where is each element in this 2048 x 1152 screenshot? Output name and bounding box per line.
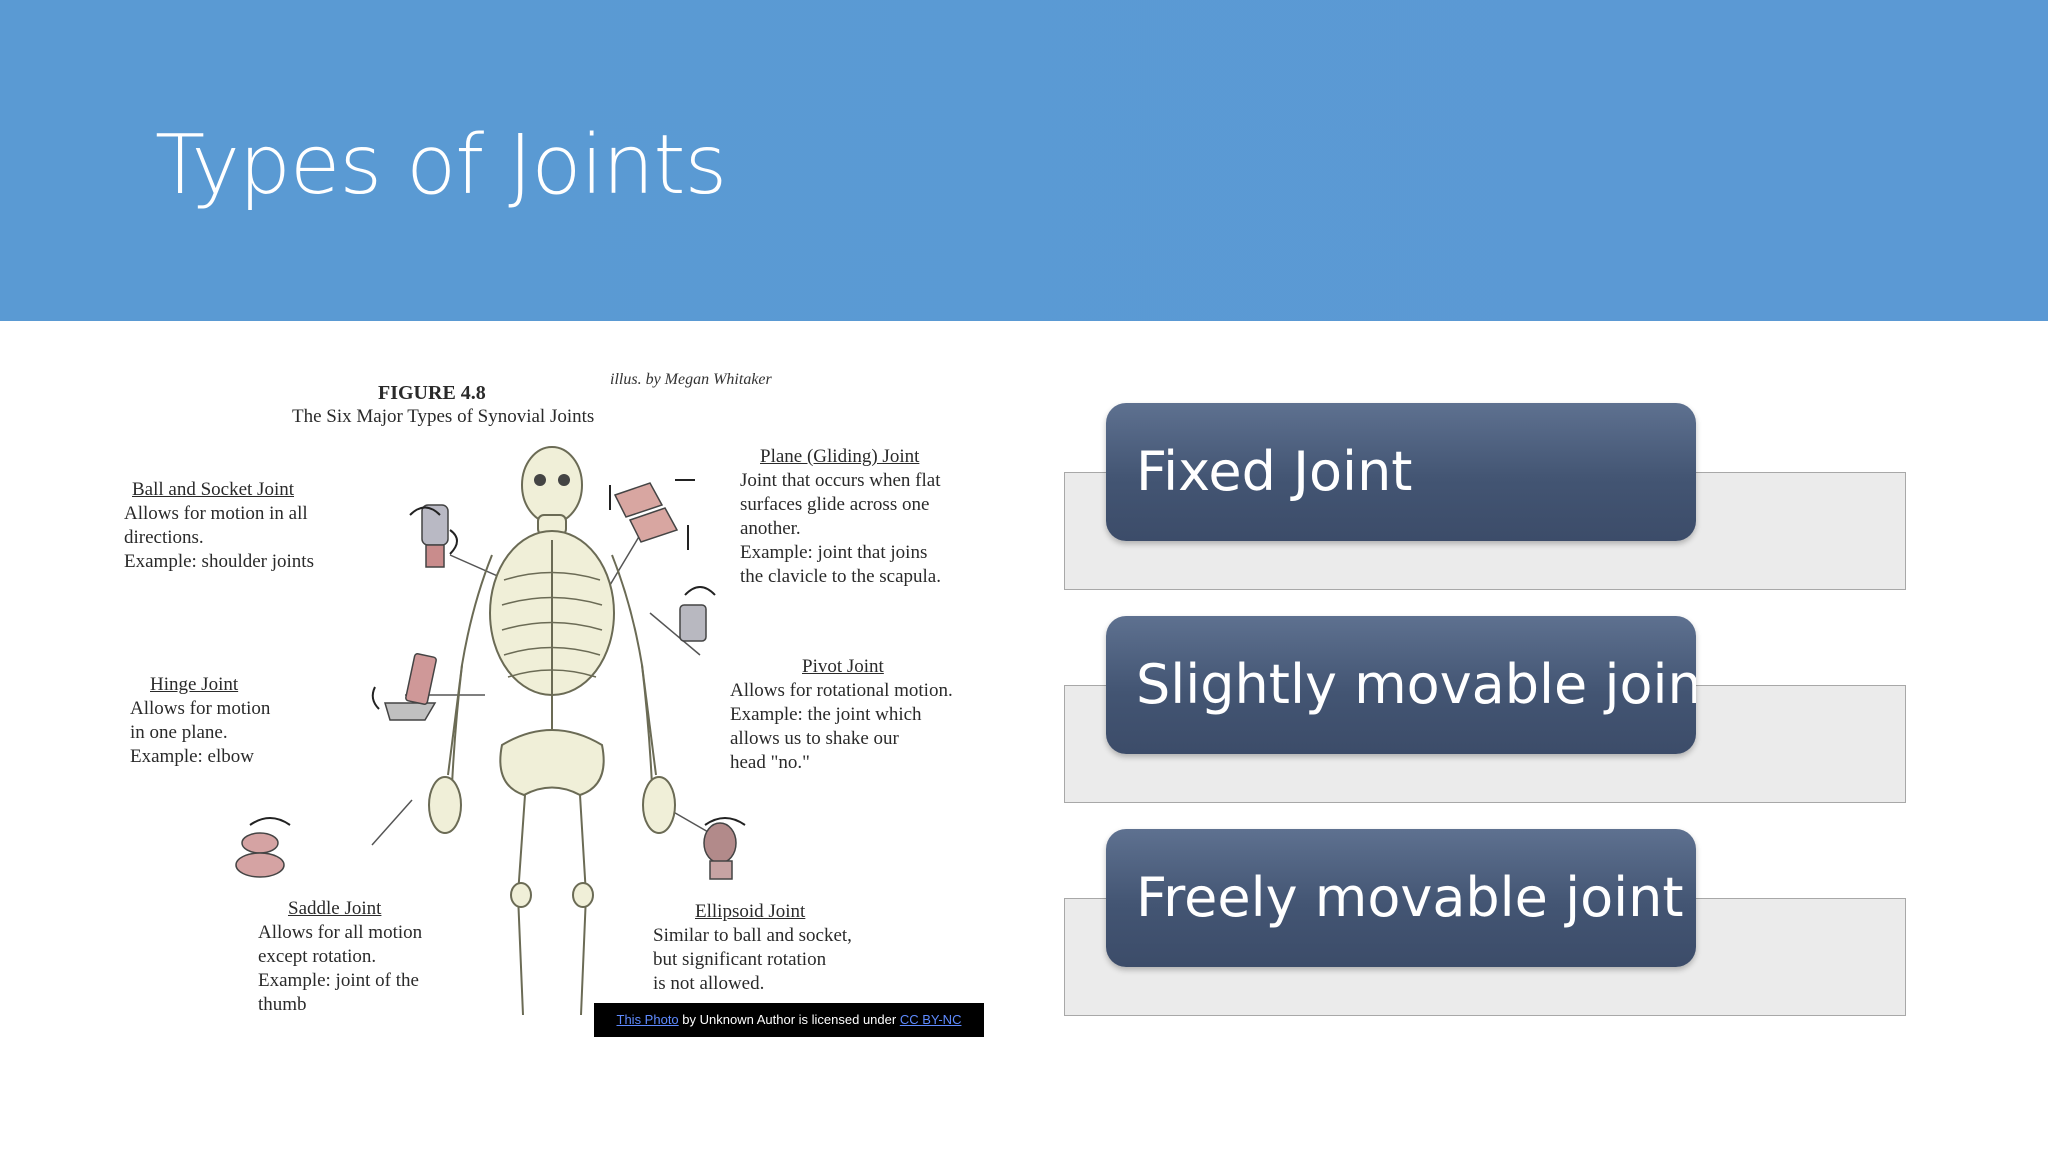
skeleton-illustration [235,446,746,1016]
plane-line: Example: joint that joins [740,542,928,563]
saddle-joint-name: Saddle Joint [288,898,382,919]
figure-number: FIGURE 4.8 [378,382,486,404]
ellipsoid-line: but significant rotation [653,949,827,970]
saddle-line: thumb [258,994,307,1015]
hinge-line: Allows for motion [130,698,271,719]
ellipsoid-joint-name: Ellipsoid Joint [695,901,806,922]
plane-line: the clavicle to the scapula. [740,566,941,587]
ball-socket-joint-text: Ball and Socket Joint Allows for motion … [124,478,314,574]
joints-figure: FIGURE 4.8 The Six Major Types of Synovi… [124,365,1000,1045]
license-link[interactable]: CC BY-NC [899,1012,962,1027]
slide-title: Types of Joints [155,118,727,213]
saddle-line: Allows for all motion [258,922,423,943]
hinge-line: in one plane. [130,722,228,743]
saddle-joint-text: Saddle Joint Allows for all motion excep… [258,897,422,1017]
ball-socket-line: Example: shoulder joints [124,551,314,572]
illustrator-credit: illus. by Megan Whitaker [610,371,772,388]
saddle-line: Example: joint of the [258,970,419,991]
ellipsoid-line: is not allowed. [653,973,765,994]
pivot-line: head "no." [730,752,810,773]
freely-movable-joint-label: Freely movable joint [1106,829,1696,967]
plane-line: Joint that occurs when flat [740,470,941,491]
pivot-joint-name: Pivot Joint [802,656,884,677]
plane-line: another. [740,518,801,539]
saddle-line: except rotation. [258,946,377,967]
pivot-line: allows us to shake our [730,728,899,749]
ball-socket-line: directions. [124,527,204,548]
ball-socket-joint-name: Ball and Socket Joint [132,479,295,500]
plane-line: surfaces glide across one [740,494,930,515]
ellipsoid-line: Similar to ball and socket, [653,925,852,946]
fixed-joint-label: Fixed Joint [1106,403,1696,541]
hinge-joint-text: Hinge Joint Allows for motion in one pla… [130,673,270,769]
pivot-line: Allows for rotational motion. [730,680,953,701]
ellipsoid-joint-text: Ellipsoid Joint Similar to ball and sock… [653,900,852,996]
plane-joint-text: Plane (Gliding) Joint Joint that occurs … [740,445,941,589]
pivot-joint-text: Pivot Joint Allows for rotational motion… [730,655,953,775]
title-banner: Types of Joints [0,0,2048,321]
hinge-joint-name: Hinge Joint [150,674,239,695]
plane-joint-name: Plane (Gliding) Joint [760,446,920,467]
hinge-line: Example: elbow [130,746,254,767]
figure-caption: The Six Major Types of Synovial Joints [292,406,595,427]
photo-license-credit: This Photo by Unknown Author is licensed… [594,1003,984,1037]
slightly-movable-joint-label: Slightly movable joint [1106,616,1696,754]
ball-socket-line: Allows for motion in all [124,503,308,524]
photo-link[interactable]: This Photo [616,1012,679,1027]
pivot-line: Example: the joint which [730,704,922,725]
credit-text: by Unknown Author is licensed under [678,1012,900,1027]
